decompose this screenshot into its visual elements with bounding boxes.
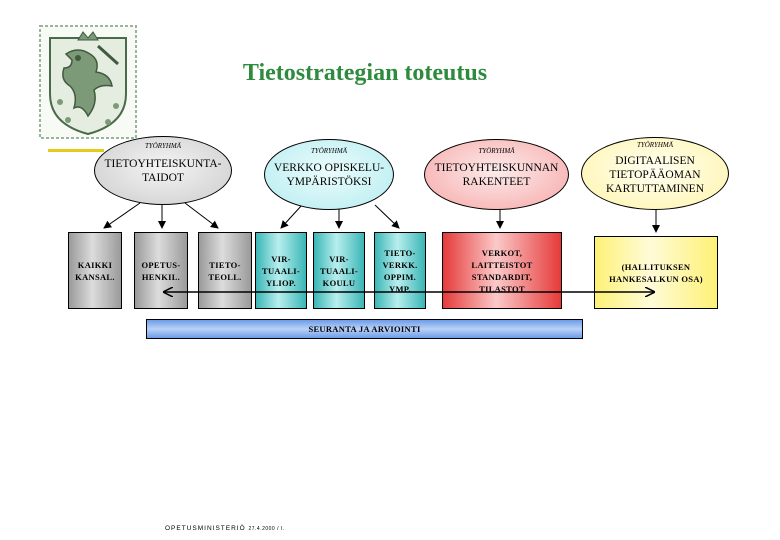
ellipse-tag: TYÖRYHMÄ xyxy=(636,141,674,149)
ellipse-line: YMPÄRISTÖKSI xyxy=(286,176,372,188)
ellipse-digitaalinen-tietopaaoma: TYÖRYHMÄ DIGITAALISEN TIETOPÄÄOMAN KARTU… xyxy=(581,137,729,210)
arrow-to-tieto xyxy=(184,202,219,229)
footer-org: OPETUSMINISTERIÖ xyxy=(165,525,246,532)
footer-date: 27.4.2000 / I. xyxy=(248,526,285,532)
arrow-to-virtuaaliyliop xyxy=(280,204,303,229)
ellipse-tietoyhteiskunnan-rakenteet: TYÖRYHMÄ TIETOYHTEISKUNNAN RAKENTEET xyxy=(424,139,569,210)
ellipse-line: VERKKO OPISKELU- xyxy=(273,162,385,174)
ellipse-tag: TYÖRYHMÄ xyxy=(144,142,182,150)
arrow-to-tietoverkk xyxy=(374,204,400,229)
seuranta-ja-arviointi-bar: SEURANTA JA ARVIOINTI xyxy=(146,319,583,339)
ellipse-line: KARTUTTAMINEN xyxy=(605,183,705,195)
ellipse-line: TAIDOT xyxy=(142,172,184,184)
arrow-to-kaikki xyxy=(103,202,141,229)
footer: OPETUSMINISTERIÖ 27.4.2000 / I. xyxy=(165,525,285,532)
coat-of-arms-logo xyxy=(38,24,138,140)
accent-line xyxy=(48,149,104,152)
ellipse-line: TIETOYHTEISKUNTA- xyxy=(104,158,222,170)
ellipse-tag: TYÖRYHMÄ xyxy=(310,147,348,155)
ellipse-tietoyhteiskuntataidot: TYÖRYHMÄ TIETOYHTEISKUNTA- TAIDOT xyxy=(94,136,232,205)
ellipse-line: TIETOYHTEISKUNNAN xyxy=(434,162,559,174)
ellipse-line: RAKENTEET xyxy=(462,176,531,188)
ellipse-line: DIGITAALISEN xyxy=(615,155,695,167)
ellipse-line: TIETOPÄÄOMAN xyxy=(609,169,701,181)
ellipse-verkko-opiskelu: TYÖRYHMÄ VERKKO OPISKELU- YMPÄRISTÖKSI xyxy=(264,139,394,210)
ellipse-tag: TYÖRYHMÄ xyxy=(478,147,515,155)
page-title: Tietostrategian toteutus xyxy=(242,60,488,86)
